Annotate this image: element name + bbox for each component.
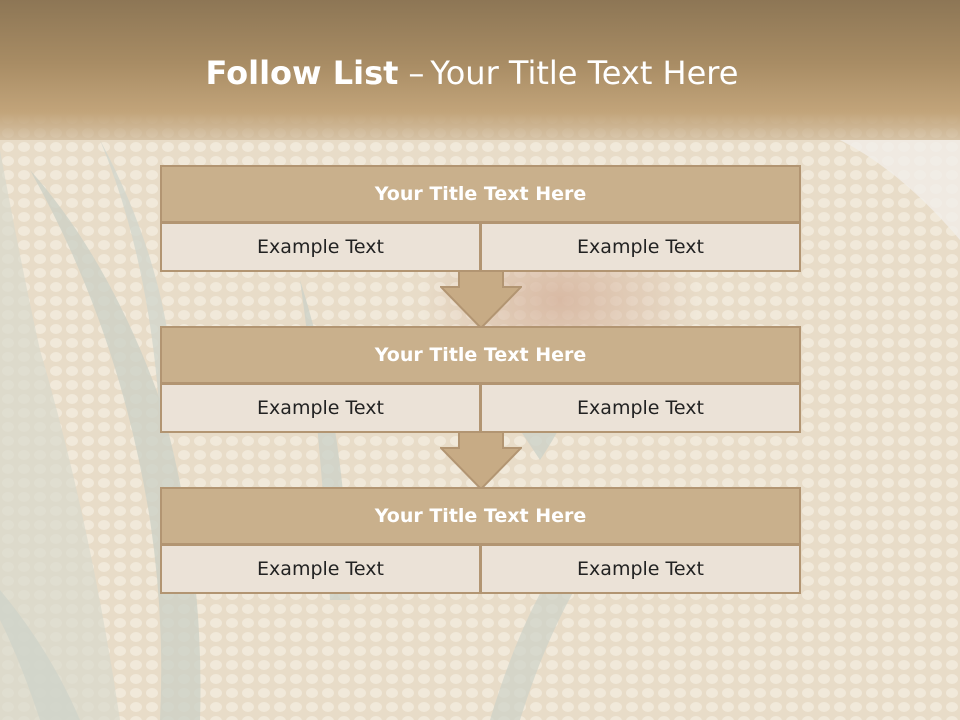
step-box-3: Your Title Text Here Example Text Exampl…: [160, 487, 801, 594]
step-cell-left: Example Text: [160, 383, 481, 433]
title-rest: Your Title Text Here: [430, 54, 739, 92]
step-title: Your Title Text Here: [160, 487, 801, 545]
slide-title: Follow List–Your Title Text Here: [0, 54, 944, 92]
step-cell-left: Example Text: [160, 222, 481, 272]
step-title: Your Title Text Here: [160, 326, 801, 384]
step-cell-right: Example Text: [480, 222, 801, 272]
title-bold: Follow List: [205, 54, 399, 92]
step-cell-right: Example Text: [480, 383, 801, 433]
step-cell-left: Example Text: [160, 544, 481, 594]
step-box-2: Your Title Text Here Example Text Exampl…: [160, 326, 801, 433]
step-cell-right: Example Text: [480, 544, 801, 594]
step-title: Your Title Text Here: [160, 165, 801, 223]
down-arrow-icon: [440, 271, 522, 329]
title-separator: –: [408, 54, 425, 92]
step-box-1: Your Title Text Here Example Text Exampl…: [160, 165, 801, 272]
down-arrow-icon: [440, 432, 522, 490]
title-bar: [0, 0, 960, 140]
